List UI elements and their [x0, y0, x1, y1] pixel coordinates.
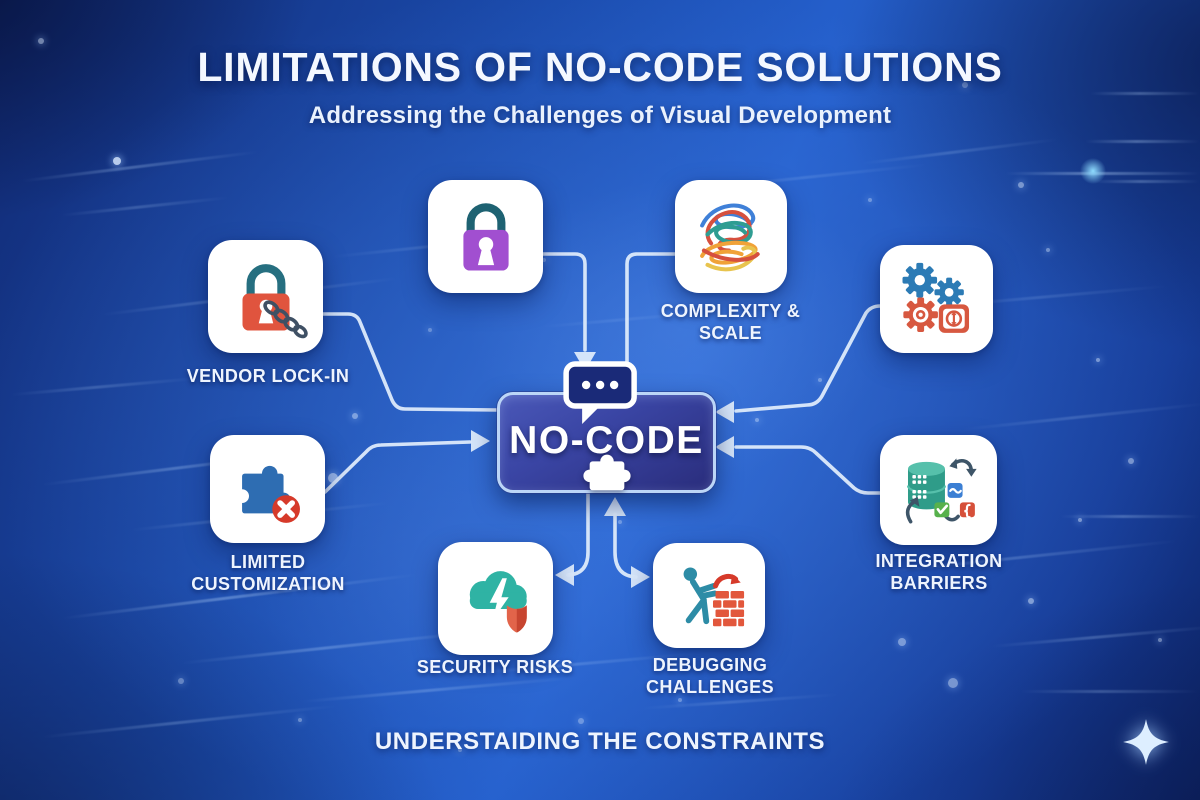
arrowhead-left	[715, 401, 734, 423]
tangled-wires-icon	[700, 203, 760, 272]
padlock-chain-icon	[241, 264, 308, 339]
connector-complexity-to-node	[625, 252, 677, 392]
card-gears	[880, 245, 993, 353]
card-limited-customization	[210, 435, 325, 543]
card-vendor-lock-in	[208, 240, 323, 353]
connector-customization-to-node	[323, 440, 472, 494]
connector-node-to-security	[566, 485, 590, 577]
connector-gears-to-node	[734, 304, 882, 413]
arrowhead-right	[471, 430, 490, 452]
sparkle-icon	[1123, 719, 1169, 765]
no-code-node: NO-CODE	[497, 361, 716, 493]
label-complexity-scale: COMPLEXITY & SCALE	[660, 301, 801, 343]
card-security-risks	[438, 542, 553, 655]
card-debugging-challenges	[653, 543, 765, 648]
arrowhead-left	[715, 436, 734, 458]
page-title: LIMITATIONS OF NO-CODE SOLUTIONS	[197, 44, 1003, 90]
arrowhead-right	[631, 566, 650, 588]
label-limited-customization: LIMITED CUSTOMIZATION	[191, 552, 345, 594]
label-security-risks: SECURITY RISKS	[416, 657, 574, 677]
puzzle-blocked-icon	[234, 465, 300, 523]
connector-lock-to-node	[541, 252, 587, 352]
no-code-label: NO-CODE	[509, 418, 704, 462]
label-debugging-challenges: DEBUGGING CHALLENGES	[645, 655, 774, 697]
connector-integration-to-node	[734, 445, 882, 495]
card-complexity-scale	[675, 180, 787, 293]
connector-vendor-to-node	[321, 312, 499, 412]
page-subtitle: Addressing the Challenges of Visual Deve…	[308, 102, 892, 129]
label-vendor-lock-in: VENDOR LOCK-IN	[186, 366, 350, 386]
padlock-icon	[462, 203, 509, 271]
gears-icon	[902, 262, 970, 333]
database-sync-icon	[905, 458, 977, 524]
footer-caption: UNDERSTAIDING THE CONSTRAINTS	[374, 728, 826, 755]
puzzle-icon	[582, 454, 631, 491]
card-integration-barriers	[880, 435, 997, 545]
card-platform-lock	[428, 180, 543, 293]
arrowhead-left	[555, 564, 574, 586]
worker-brick-wall-icon	[683, 566, 745, 626]
storm-cloud-shield-icon	[469, 571, 527, 633]
label-integration-barriers: INTEGRATION BARRIERS	[875, 551, 1003, 593]
arrowhead-up	[604, 497, 626, 516]
chat-bubble-icon	[562, 361, 637, 424]
